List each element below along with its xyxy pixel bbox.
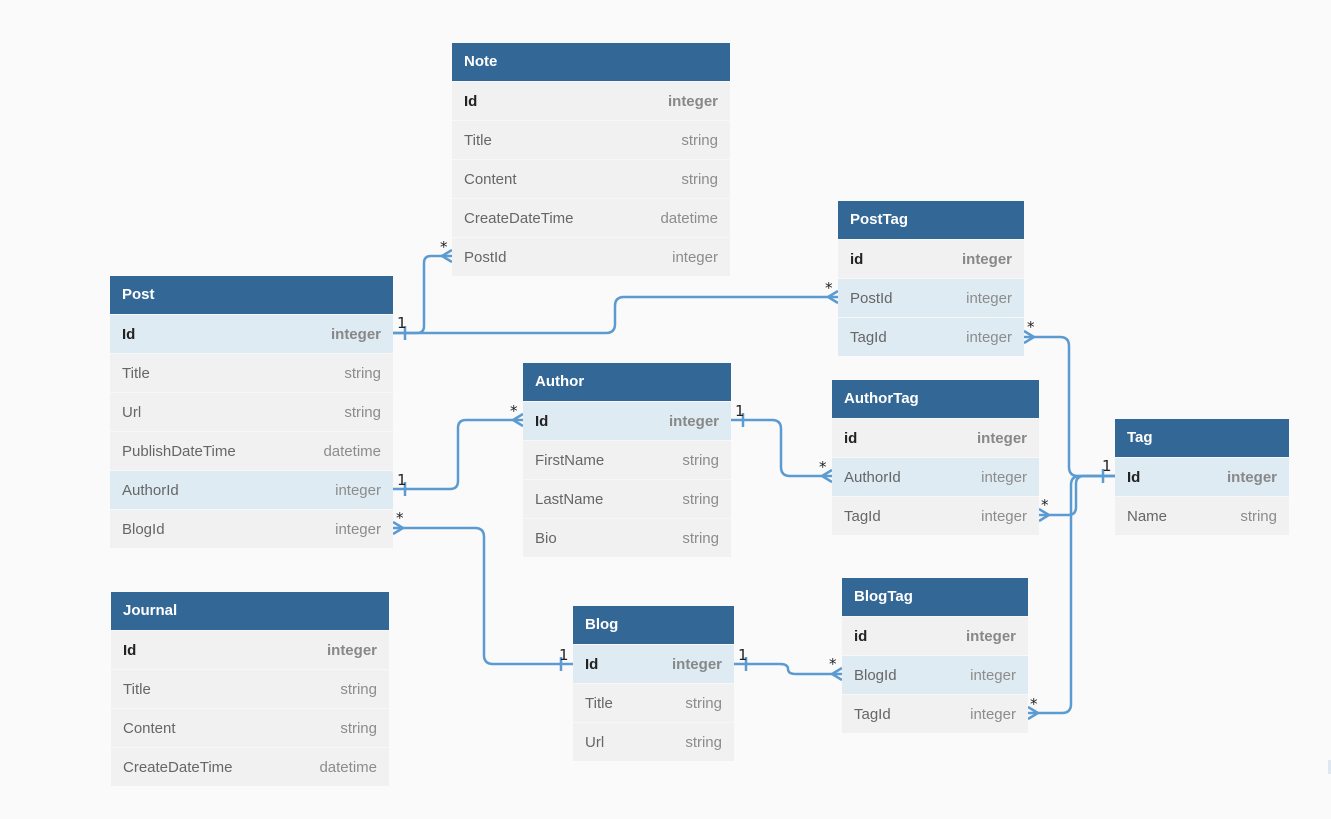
link-author-authortag <box>731 418 832 478</box>
card-posttag-many: * <box>825 279 833 297</box>
entity-title[interactable]: BlogTag <box>842 578 1028 616</box>
card-blogtag-tagid-many: * <box>1030 695 1038 713</box>
card-blog-one-left: 1 <box>559 646 569 664</box>
card-author-many: * <box>510 402 518 420</box>
card-authortag-tagid-many: * <box>1041 496 1049 514</box>
card-blogtag-many: * <box>829 655 837 673</box>
link-blog-blogtag <box>734 662 842 676</box>
card-post-author-one: 1 <box>397 471 407 489</box>
card-posttag-tagid-many: * <box>1027 318 1035 336</box>
entity-title[interactable]: Blog <box>573 606 734 644</box>
card-post-note-one: 1 <box>397 314 407 332</box>
link-author-post <box>393 418 523 491</box>
link-tag-authortag <box>1039 474 1115 517</box>
entity-title[interactable]: PostTag <box>838 201 1024 239</box>
entity-title[interactable]: Author <box>523 363 731 401</box>
card-tag-one: 1 <box>1102 457 1112 475</box>
entity-title[interactable]: Post <box>110 276 393 314</box>
entity-title[interactable]: Tag <box>1115 419 1289 457</box>
card-blog-one-right: 1 <box>738 646 748 664</box>
card-post-note-many: * <box>440 238 448 256</box>
card-authortag-many: * <box>819 458 827 476</box>
card-post-blogid-many: * <box>396 509 404 527</box>
card-author-one: 1 <box>735 402 745 420</box>
entity-title[interactable]: Journal <box>111 592 389 630</box>
scroll-edge-indicator <box>1328 760 1331 774</box>
link-post-posttag <box>393 295 838 335</box>
entity-title[interactable]: AuthorTag <box>832 380 1039 418</box>
entity-title[interactable]: Note <box>452 43 730 81</box>
